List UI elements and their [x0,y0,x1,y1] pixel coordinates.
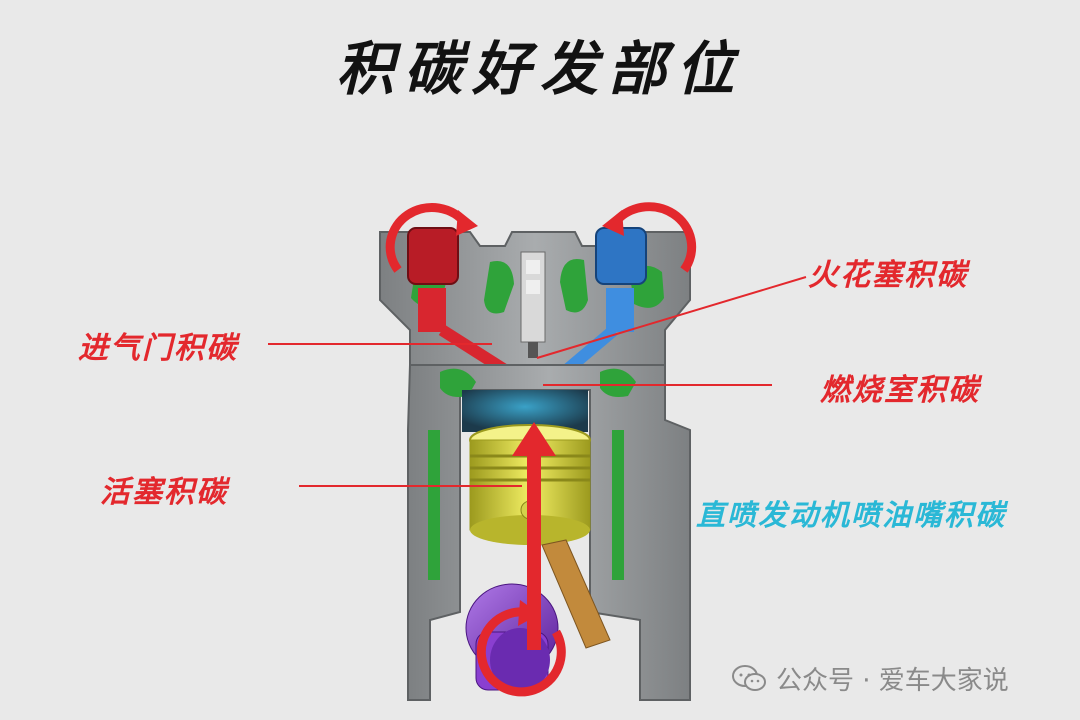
coolant-jacket [428,430,440,580]
watermark-text: 公众号 · 爱车大家说 [776,660,1009,697]
injector-label: 直喷发动机喷油嘴积碳 [696,492,1006,534]
piston-label: 活塞积碳 [100,467,228,511]
coolant-jacket [612,430,624,580]
watermark: 公众号 · 爱车大家说 [732,660,1009,697]
wechat-icon [732,665,766,693]
spark-plug [521,252,545,358]
intake-valve-label: 进气门积碳 [78,323,238,367]
spark-plug-label: 火花塞积碳 [808,250,968,294]
combustion-chamber-label: 燃烧室积碳 [820,365,980,409]
